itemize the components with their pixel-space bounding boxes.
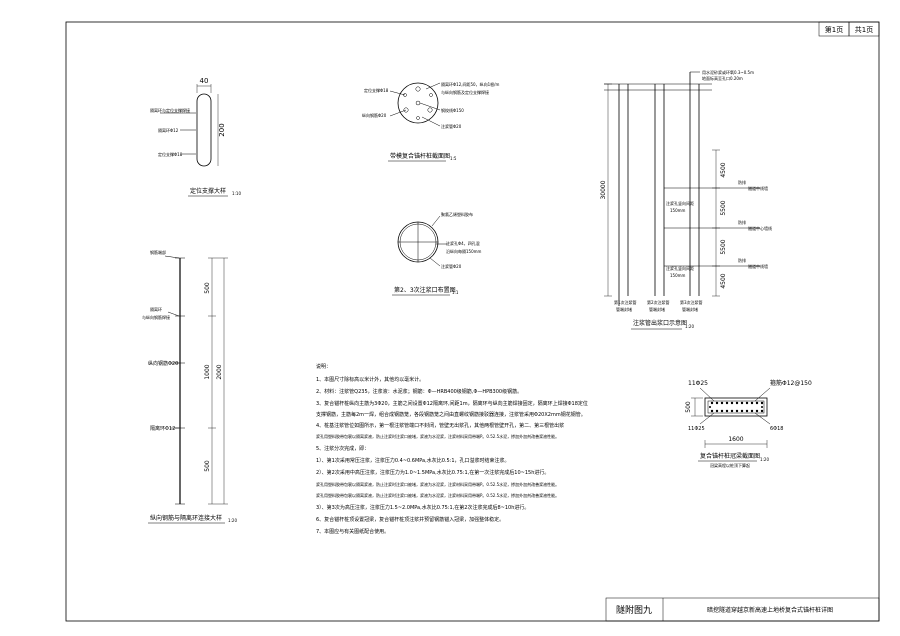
pile-label-r1: 隔离环Φ12,间距50，纵向1根/m	[441, 81, 499, 87]
note-line: 1）、第1次采用常压注浆，注浆压力0.4~0.6MPa,水灰比0.5:1，孔口溢…	[316, 457, 510, 464]
pile-label-r3: 钢绞线Φ150	[441, 107, 464, 113]
grout-label-3: 沿纵向每隔150mm	[446, 248, 482, 254]
support-label-1: 隔离环与定位支撑焊接	[150, 107, 190, 113]
figure-number: 隧附图九	[616, 604, 652, 616]
outlet-seg-4: 4500	[720, 273, 727, 288]
support-width: 40	[200, 77, 209, 85]
cap-subtitle: 冠梁高程以桩顶下算起	[710, 462, 750, 468]
outlet-tag-2: 防排	[738, 219, 746, 225]
note-line: 6、复合锚杆桩顶设置冠梁，复合锚杆桩顶注浆并预留钢筋锚入冠梁，加强整体稳定。	[316, 516, 504, 523]
note-line: 5、注浆分次完成，即：	[316, 445, 369, 452]
pile-label-r2: 与纵向钢筋及定位支撑焊接	[441, 89, 489, 95]
outlet-bottom-4: 管端封堵	[616, 306, 632, 312]
pile-section-scale: 1:5	[450, 156, 457, 161]
cap-scale: 1:20	[760, 457, 769, 462]
note-line: 支撑钢筋，主筋每2m一焊，组合成钢筋笼，各段钢筋笼之间由直螺纹钢筋接驳器连接，注…	[316, 411, 586, 418]
long-scale: 1:20	[228, 518, 237, 523]
outlet-top-1: 用水泥砂浆或环氧0.3~0.5m	[702, 69, 754, 75]
note-line: 1、本图尺寸除标高以米计外，其他均以毫米计。	[316, 376, 424, 383]
support-scale: 1:10	[232, 191, 241, 196]
page-total: 共1页	[855, 25, 873, 34]
note-line: 浆孔用塑料胶带包裹以隔离浆液，防止注浆时注浆口被堵，浆液为水泥浆，注浆材料采用带…	[316, 481, 559, 487]
note-line: 浆孔用塑料胶带包裹以隔离浆液，防止注浆时注浆口被堵，浆液为水泥浆，注浆材料采用带…	[316, 492, 559, 498]
grout-hole-detail: 聚氯乙烯塑料胶布 注浆孔Φ4，四孔混 沿纵向每隔150mm 注浆管Φ20 第2、…	[392, 211, 482, 296]
outlet-bottom-6: 管端封堵	[682, 306, 698, 312]
long-label-3: 与纵向钢筋焊接	[142, 314, 170, 320]
pile-label-l2: 纵向钢筋Φ20	[362, 112, 387, 118]
support-title: 定位支撑大样	[190, 187, 226, 195]
long-dim-2: 1000	[204, 364, 211, 379]
grout-label-2: 注浆孔Φ4，四孔混	[446, 240, 480, 246]
outlet-scale: 1:20	[685, 324, 694, 329]
outlet-bottom-3: 第3次注浆管	[680, 299, 703, 305]
cap-title: 复合锚杆桩冠梁截面图	[700, 452, 760, 460]
support-detail: 40 200 隔离环与定位支撑焊接 隔离环Φ12 定位支撑Φ18 定位支撑大样 …	[150, 77, 241, 197]
pile-label-l1: 定位支撑Φ18	[364, 87, 389, 93]
outlet-bottom-2: 第2次注浆管	[647, 299, 670, 305]
sheet-border	[65, 21, 880, 622]
outlet-mid-3: 注浆孔竖向间距	[666, 265, 694, 271]
cap-height: 500	[685, 401, 692, 413]
note-line: 2、材料：注浆管Q235，注浆液：水泥浆；钢筋：Φ—HRB400级钢筋,Φ—HP…	[316, 388, 522, 395]
cap-beam-detail: 11Φ25 箍筋Φ12@150 11Φ25 6Φ18 500 1600 复合锚杆…	[685, 379, 812, 468]
outlet-bottom-1: 第1次注浆管	[614, 299, 637, 305]
cap-bottom-left: 11Φ25	[688, 426, 705, 432]
support-label-3: 定位支撑Φ18	[158, 151, 183, 157]
outlet-title: 注浆管出浆口示意图	[633, 319, 687, 327]
long-title: 纵向钢筋与隔离环连接大样	[150, 514, 222, 522]
outlet-seg-1: 4500	[720, 162, 727, 177]
outlet-mid-2: 150mm	[670, 208, 686, 213]
grout-label-1: 聚氯乙烯塑料胶布	[441, 211, 473, 217]
grout-hole-title: 第2、3次注浆口布置图	[394, 286, 456, 294]
notes-heading: 说明：	[316, 363, 331, 370]
grout-outlet-detail: 用水泥砂浆或环氧0.3~0.5m 地面标高至孔口0.20m 30000 4500…	[600, 69, 772, 330]
cap-top-left: 11Φ25	[688, 380, 708, 387]
title-block	[605, 597, 880, 622]
cap-top-right: 箍筋Φ12@150	[770, 379, 812, 387]
note-line: 浆孔用塑料胶带包裹以隔离浆液，防止注浆时注浆口被堵，浆液为水泥浆，注浆材料采用带…	[316, 433, 559, 439]
note-line: 2）、第2次采用中高压注浆，注浆压力为1.0~1.5MPa,水灰比0.75:1,…	[316, 469, 549, 476]
pile-section-title: 带模复合锚杆桩截面图	[390, 152, 450, 160]
cap-width: 1600	[728, 436, 743, 443]
long-label-2: 隔离环	[150, 306, 162, 312]
pile-section: 隔离环Φ12,间距50，纵向1根/m 与纵向钢筋及定位支撑焊接 钢绞线Φ150 …	[362, 81, 499, 162]
outlet-tag-1: 防排	[738, 179, 746, 185]
long-dim-total: 2000	[216, 364, 223, 379]
long-dim-1: 500	[204, 282, 211, 294]
note-line: 7、本图应与有关图纸配合使用。	[316, 528, 389, 535]
support-height: 200	[218, 123, 226, 136]
outlet-mid-1: 注浆孔竖向间距	[666, 200, 694, 206]
page-number: 第1页	[825, 25, 843, 34]
outlet-right-3: 隧道中线墙	[748, 263, 768, 269]
outlet-bottom-5: 管端封堵	[649, 306, 665, 312]
outlet-top-2: 地面标高至孔口0.20m	[702, 75, 743, 81]
outlet-total: 30000	[600, 180, 607, 199]
grout-label-4: 注浆管Φ20	[441, 263, 462, 269]
cap-bottom-right: 6Φ18	[770, 426, 783, 432]
outlet-seg-3: 5500	[720, 239, 727, 254]
outlet-mid-4: 150mm	[670, 273, 686, 278]
notes: 说明： 1、本图尺寸除标高以米计外，其他均以毫米计。 2、材料：注浆管Q235，…	[316, 363, 588, 535]
total-box	[848, 21, 880, 37]
grout-hole-scale: 1:1	[452, 290, 459, 295]
longitudinal-detail: 钢筋端部 隔离环 与纵向钢筋焊接 纵向钢筋Φ20 隔离环Φ12 500 1000…	[142, 249, 237, 524]
outlet-seg-2: 5500	[720, 200, 727, 215]
pile-label-r4: 注浆管Φ20	[441, 123, 462, 129]
note-line: 3、复合锚杆桩纵向主筋为3Φ20，主筋之间设置Φ12隔离环,间距1m，隔离环与纵…	[316, 400, 588, 407]
long-label-5: 隔离环Φ12	[150, 425, 175, 432]
outlet-right-1: 隧道中线墙	[748, 185, 768, 191]
support-label-2: 隔离环Φ12	[158, 127, 179, 133]
note-line: 3）、第3次为高压注浆，注浆压力1.5~2.0MPa,水灰比0.75:1,在第2…	[316, 504, 529, 511]
long-label-1: 钢筋端部	[150, 249, 166, 255]
drawing-title: 暗挖隧道穿越京新高速上地桥复合式锚杆桩详图	[707, 606, 833, 614]
note-line: 4、桩基注浆管位如图所示，第一根注浆管端口不封闭，管壁无出浆孔，其他两根管壁开孔…	[316, 422, 564, 429]
long-label-4: 纵向钢筋Φ20	[148, 360, 178, 367]
outlet-tag-3: 防排	[738, 257, 746, 263]
long-dim-3: 500	[204, 460, 211, 472]
outlet-right-2: 隧道中心墙线	[748, 225, 772, 231]
